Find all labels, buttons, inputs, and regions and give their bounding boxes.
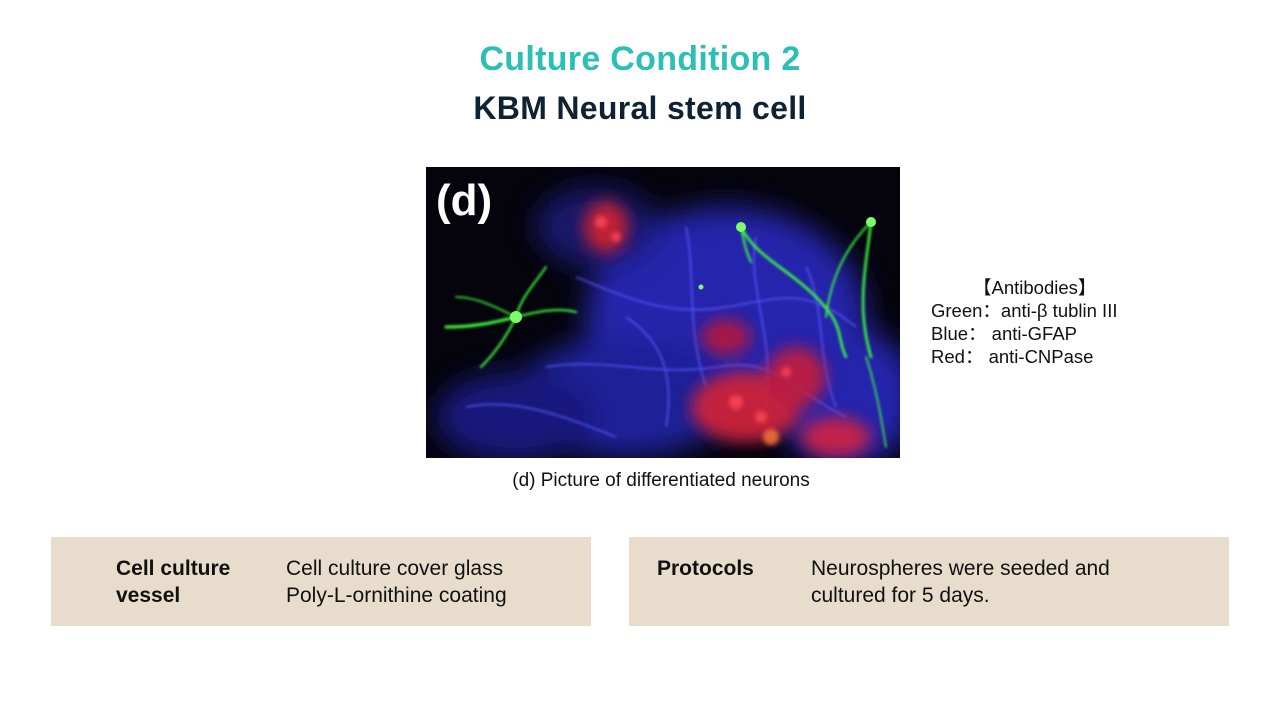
culture-vessel-label: Cell culture vessel [116, 555, 266, 609]
micrograph-image: (d) [426, 167, 900, 458]
antibodies-legend: 【Antibodies】 Green：anti-β tublin III Blu… [931, 276, 1117, 368]
antibodies-heading: 【Antibodies】 [973, 277, 1097, 298]
culture-vessel-box: Cell culture vessel Cell culture cover g… [51, 537, 591, 626]
protocols-box: Protocols Neurospheres were seeded and c… [629, 537, 1229, 626]
protocols-value-line: Neurospheres were seeded and [811, 557, 1110, 580]
fluorescence-micrograph [426, 167, 900, 458]
culture-vessel-value-line: Poly-L-ornithine coating [286, 584, 507, 607]
culture-vessel-value-line: Cell culture cover glass [286, 557, 504, 580]
culture-vessel-value: Cell culture cover glass Poly-L-ornithin… [286, 555, 586, 609]
culture-vessel-label-line: vessel [116, 584, 181, 607]
antibody-green: Green：anti-β tublin III [931, 300, 1118, 321]
panel-letter: (d) [436, 176, 493, 225]
protocols-value-line: cultured for 5 days. [811, 584, 990, 607]
antibody-red: Red： anti-CNPase [931, 346, 1094, 367]
page-title: Culture Condition 2 [479, 40, 801, 78]
protocols-value: Neurospheres were seeded and cultured fo… [811, 555, 1211, 609]
protocols-label: Protocols [657, 557, 754, 580]
figure-caption: (d) Picture of differentiated neurons [512, 470, 810, 491]
page-subtitle: KBM Neural stem cell [473, 90, 807, 126]
culture-vessel-label-line: Cell culture [116, 557, 231, 580]
antibody-blue: Blue： anti-GFAP [931, 323, 1078, 344]
